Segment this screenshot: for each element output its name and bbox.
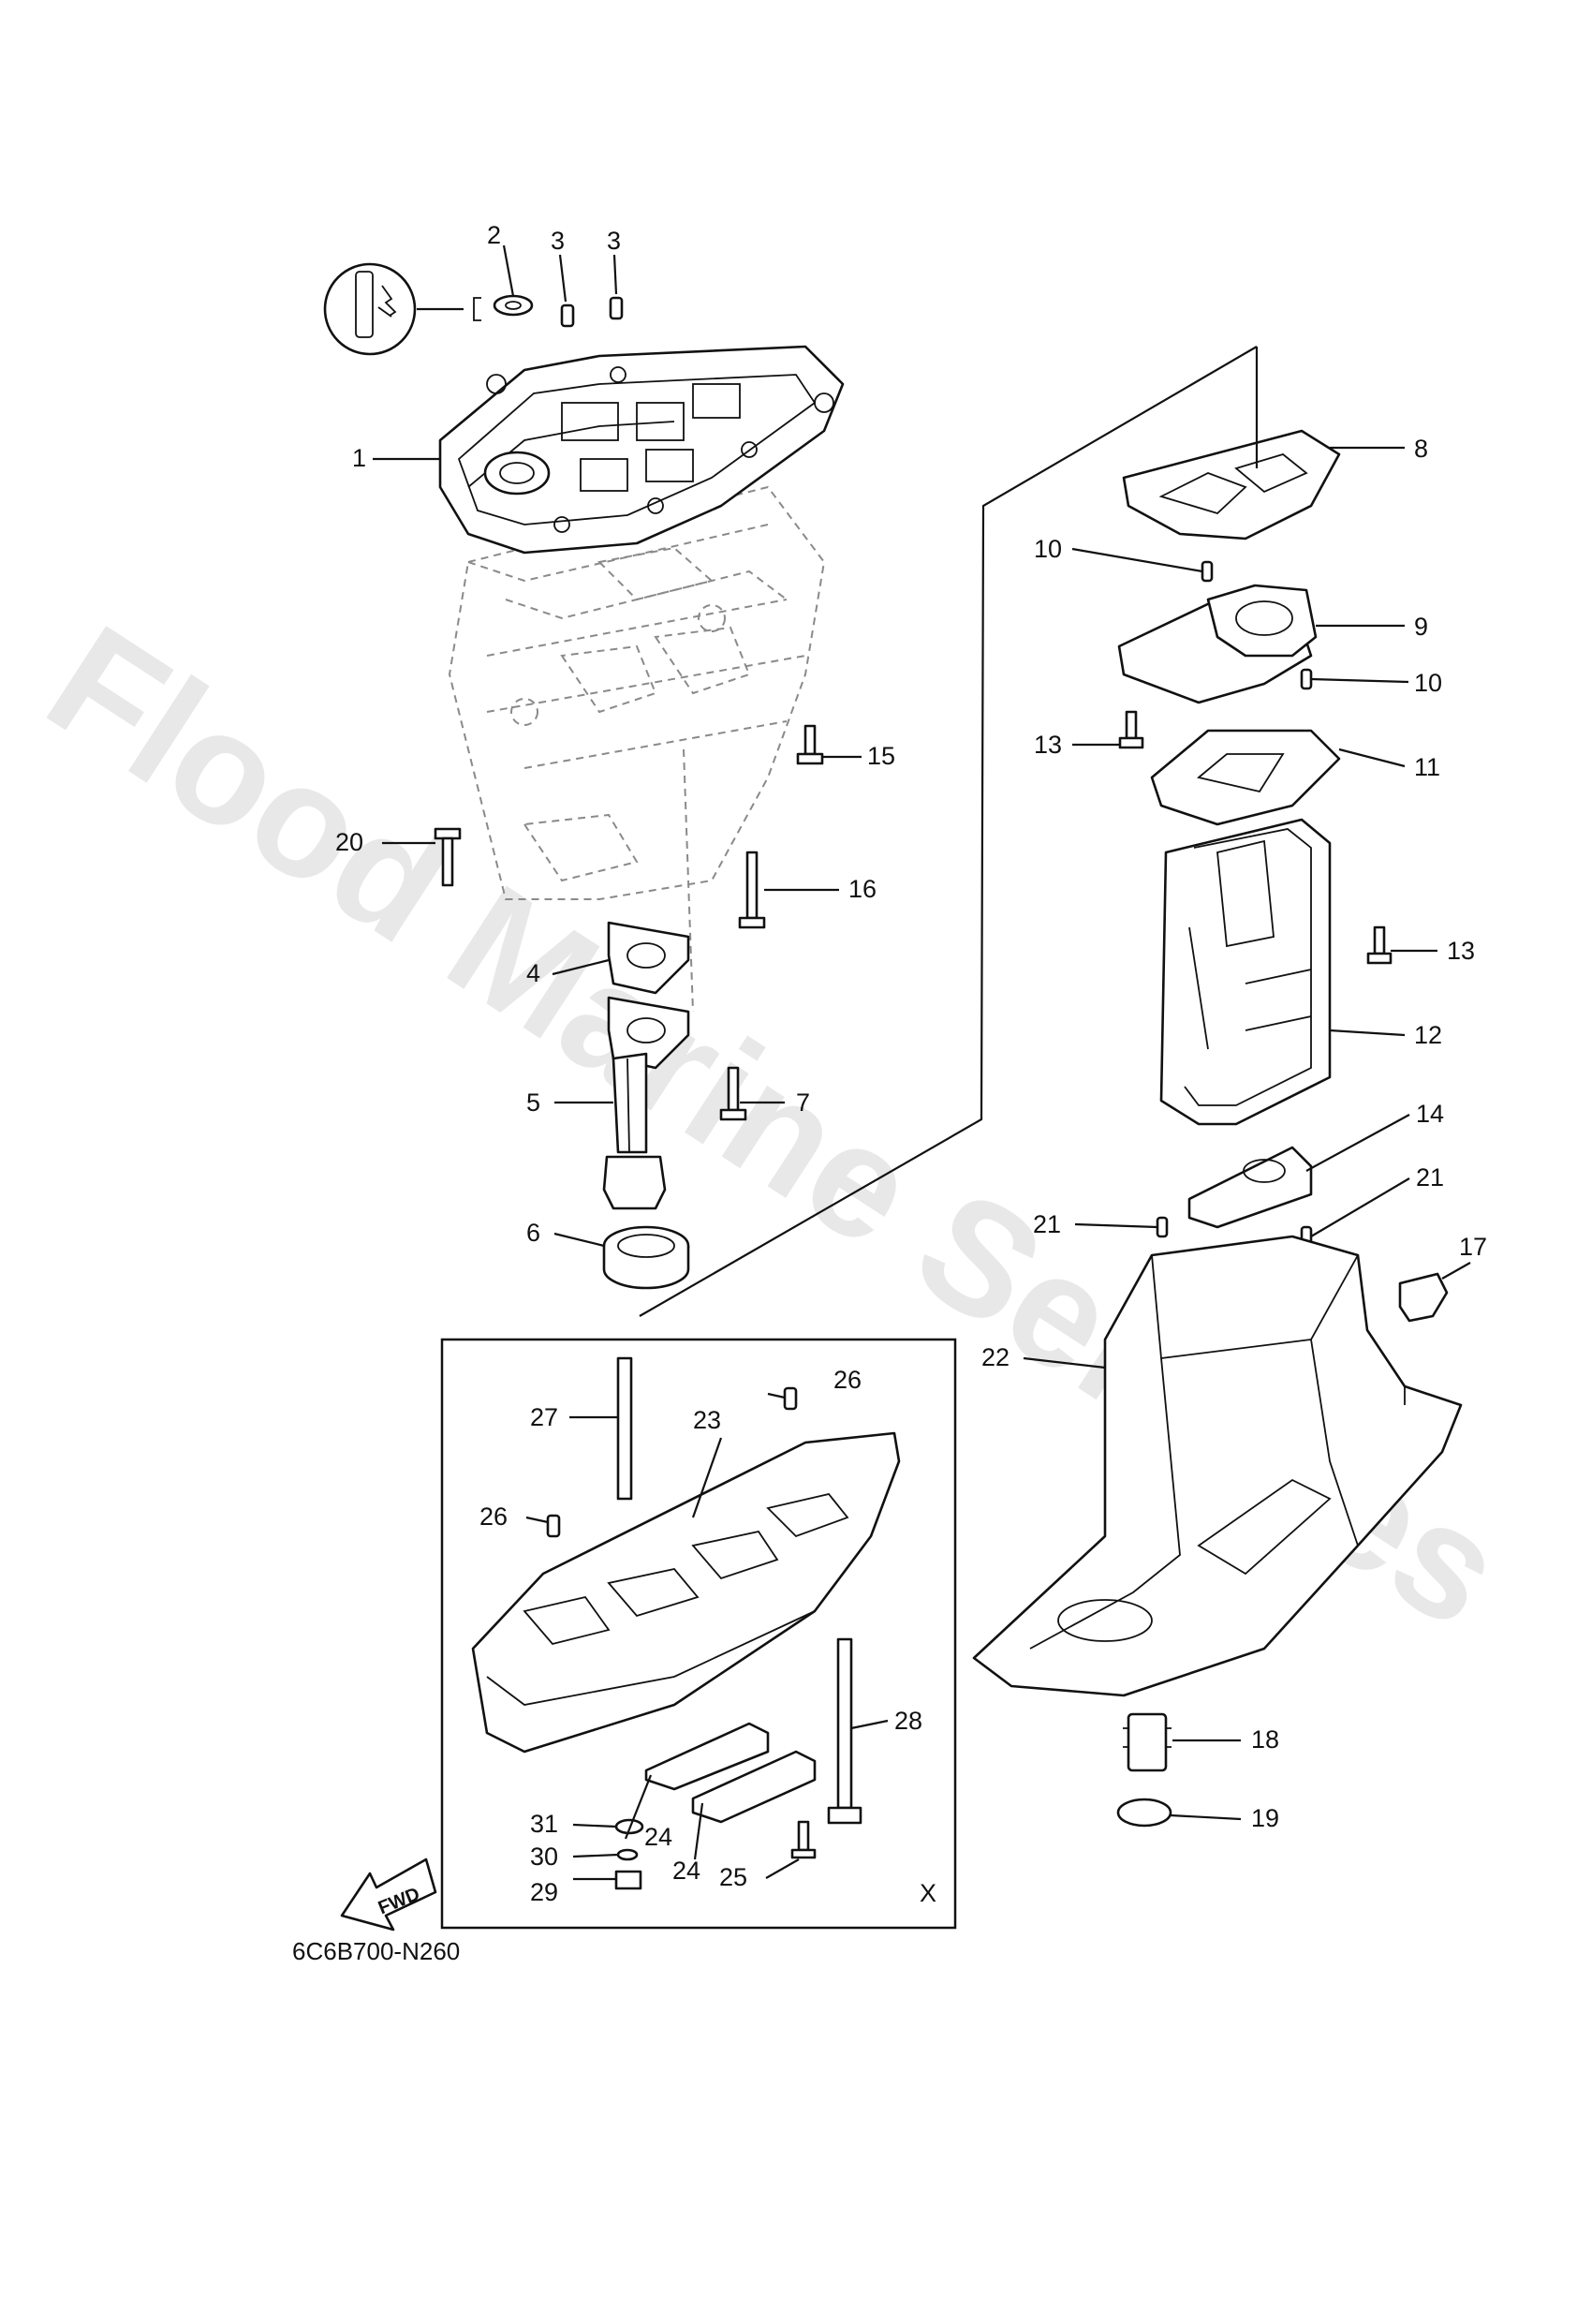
- callout-label: 12: [1414, 1021, 1442, 1049]
- grease-symbol-icon: [323, 262, 481, 356]
- callout-label: 29: [530, 1878, 558, 1906]
- callout-label: 18: [1251, 1725, 1279, 1754]
- callout-label: 9: [1414, 613, 1428, 641]
- callout-label: 13: [1034, 731, 1062, 759]
- rubber-seal-part: [1187, 1146, 1313, 1229]
- callout-label: 5: [526, 1088, 540, 1117]
- callout-label: 28: [894, 1707, 922, 1735]
- grommet-part: [1398, 1272, 1449, 1323]
- callout-label: 26: [833, 1366, 862, 1394]
- callout-label: 27: [530, 1403, 558, 1431]
- callout-label: 31: [530, 1810, 558, 1838]
- callout-label: 14: [1416, 1100, 1444, 1128]
- callout-label: 24: [644, 1823, 672, 1851]
- diagram-code: 6C6B700-N260: [292, 1937, 460, 1965]
- dowel-pin: [609, 296, 624, 320]
- callout-label: 21: [1416, 1163, 1444, 1192]
- callout-label: 6: [526, 1219, 540, 1247]
- callout-label: 20: [335, 828, 363, 856]
- callout-label: 8: [1414, 435, 1428, 463]
- callout-label: 2: [487, 221, 501, 249]
- washer-part: [493, 294, 534, 317]
- callout-label: 10: [1414, 669, 1442, 697]
- water-pipe-assembly: [602, 921, 690, 1290]
- circlip-part: [1116, 1798, 1172, 1828]
- power-head-phantom: [448, 485, 826, 1013]
- callout-label: 30: [530, 1843, 558, 1871]
- callout-label: 3: [607, 227, 621, 255]
- callout-label: 21: [1033, 1210, 1061, 1238]
- callout-label: 4: [526, 959, 540, 987]
- callout-label: 26: [479, 1502, 508, 1531]
- callout-label: 24: [672, 1857, 700, 1885]
- upper-casing-plate: [438, 345, 845, 555]
- callout-label: 13: [1447, 937, 1475, 965]
- callout-label: 3: [551, 227, 565, 255]
- callout-label: 22: [981, 1343, 1010, 1371]
- long-bolt: [836, 1637, 853, 1810]
- callout-label: 15: [867, 742, 895, 770]
- stud-bolt: [616, 1356, 633, 1501]
- inset-marker: X: [920, 1879, 936, 1907]
- callout-label: 1: [352, 444, 366, 472]
- dowel-pin: [560, 303, 575, 328]
- callout-label: 19: [1251, 1804, 1279, 1832]
- callout-label: 25: [719, 1863, 747, 1891]
- callout-label: 10: [1034, 535, 1062, 563]
- exhaust-guide-stack: [1117, 429, 1341, 826]
- exhaust-manifold: [1159, 818, 1332, 1126]
- bolt-set: [434, 724, 824, 1121]
- detail-inset-frame: [440, 1338, 957, 1930]
- callout-label: 16: [848, 875, 877, 903]
- callout-label: 7: [796, 1088, 810, 1117]
- forward-direction-arrow-icon: FWD: [340, 1858, 437, 1932]
- lower-mount-bracket: [471, 1431, 901, 1754]
- spline-gear-part: [1123, 1712, 1172, 1772]
- callout-labels: 1 2 3 3 4 5 6 7 8 9 10 10 11 12 13 13 14…: [335, 221, 1487, 1906]
- leader-lines: [373, 244, 1471, 1881]
- callout-label: 17: [1459, 1233, 1487, 1261]
- callout-label: 11: [1414, 753, 1440, 781]
- callout-label: 23: [693, 1406, 721, 1434]
- upper-casing: [972, 1235, 1463, 1697]
